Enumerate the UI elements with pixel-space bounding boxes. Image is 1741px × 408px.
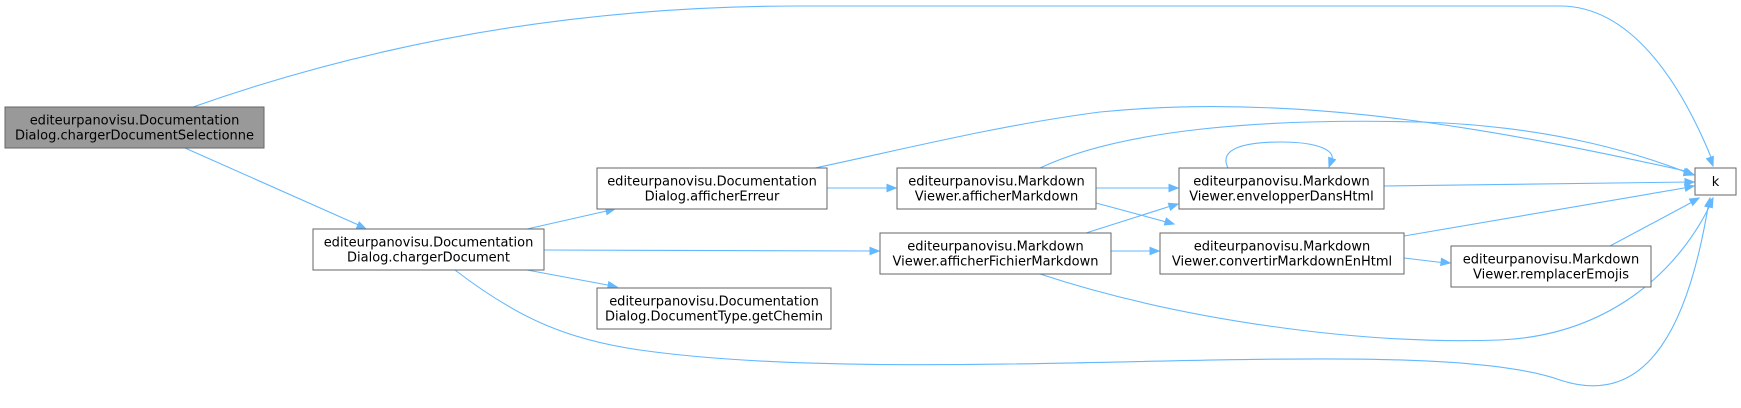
arrowhead-icon [1168, 183, 1180, 193]
arrowhead-icon [1684, 177, 1696, 187]
arrowhead-icon [1683, 183, 1696, 192]
node-box [1178, 167, 1385, 210]
node-envelopperDansHtml[interactable]: editeurpanovisu.MarkdownViewer.enveloppe… [1178, 167, 1385, 210]
node-label-line: Dialog.chargerDocument [347, 251, 510, 266]
node-remplacerEmojis[interactable]: editeurpanovisu.MarkdownViewer.remplacer… [1450, 245, 1652, 288]
edge-chargerDocument-to-getChemin [526, 269, 619, 290]
node-label-line: editeurpanovisu.Markdown [1463, 253, 1640, 268]
node-label-line: Viewer.convertirMarkdownEnHtml [1172, 255, 1392, 270]
node-afficherFichierMarkdown[interactable]: editeurpanovisu.MarkdownViewer.afficherF… [879, 232, 1112, 275]
edge-line [1039, 200, 1713, 342]
edge-line [1403, 186, 1691, 237]
arrowhead-icon [355, 221, 368, 230]
node-label-line: editeurpanovisu.Markdown [907, 240, 1084, 255]
node-label-line: editeurpanovisu.Documentation [607, 175, 817, 190]
node-label-line: editeurpanovisu.Markdown [1193, 175, 1370, 190]
edge-afficherFichierMarkdown-to-convertirMarkdownEnHtml [1111, 246, 1161, 256]
edge-line [1039, 120, 1692, 175]
edge-afficherMarkdown-to-convertirMarkdownEnHtml [1095, 202, 1176, 226]
node-label-line: Viewer.remplacerEmojis [1473, 268, 1629, 283]
node-convertirMarkdownEnHtml[interactable]: editeurpanovisu.MarkdownViewer.convertir… [1159, 232, 1405, 275]
edge-line [192, 5, 1714, 163]
arrowhead-icon [869, 246, 881, 256]
edge-convertirMarkdownEnHtml-to-k [1403, 183, 1696, 237]
node-label-line: Viewer.afficherMarkdown [915, 190, 1079, 205]
node-getChemin[interactable]: editeurpanovisu.DocumentationDialog.Docu… [596, 287, 832, 330]
node-label-line: editeurpanovisu.Documentation [30, 114, 240, 129]
edge-line [1383, 181, 1691, 187]
edge-line [1609, 199, 1697, 247]
edge-line [184, 147, 364, 228]
edge-line [1225, 141, 1333, 169]
node-box [1159, 232, 1405, 275]
arrowhead-icon [1683, 167, 1696, 176]
nodes-layer: editeurpanovisu.DocumentationDialog.char… [4, 106, 1737, 330]
node-box [879, 232, 1112, 275]
edge-chargerDocument-to-afficherErreur [526, 206, 617, 230]
edge-line [814, 105, 1691, 173]
edge-chargerDocumentSelectionne-to-chargerDocument [184, 147, 368, 230]
edge-afficherErreur-to-afficherMarkdown [827, 183, 898, 193]
node-box [596, 287, 832, 330]
node-label-line: editeurpanovisu.Markdown [908, 175, 1085, 190]
node-box [1694, 167, 1737, 196]
node-afficherErreur[interactable]: editeurpanovisu.DocumentationDialog.affi… [596, 167, 828, 210]
edges-layer [184, 5, 1714, 387]
node-label-line: Dialog.afficherErreur [645, 190, 780, 205]
edge-afficherFichierMarkdown-to-k [1039, 196, 1714, 342]
edge-convertirMarkdownEnHtml-to-remplacerEmojis [1403, 257, 1452, 267]
node-label-line: Dialog.chargerDocumentSelectionne [15, 129, 254, 144]
node-label-line: Viewer.afficherFichierMarkdown [892, 255, 1098, 270]
edge-chargerDocumentSelectionne-to-k [192, 5, 1714, 168]
arrowhead-icon [1440, 257, 1452, 267]
edge-line [1095, 202, 1171, 224]
edge-envelopperDansHtml-to-k [1383, 177, 1696, 187]
node-box [896, 167, 1097, 210]
edge-envelopperDansHtml-to-envelopperDansHtml [1225, 141, 1337, 169]
edge-line [454, 200, 1710, 387]
node-label-line: Dialog.DocumentType.getChemin [605, 310, 823, 325]
node-box [1450, 245, 1652, 288]
edge-remplacerEmojis-to-k [1609, 197, 1701, 247]
arrowhead-icon [1704, 196, 1714, 209]
node-box [4, 106, 265, 149]
edge-line [526, 269, 614, 287]
arrowhead-icon [886, 183, 898, 193]
node-box [596, 167, 828, 210]
edge-line [1403, 257, 1447, 264]
node-label-line: editeurpanovisu.Documentation [609, 295, 819, 310]
arrowhead-icon [1688, 197, 1701, 207]
edge-afficherMarkdown-to-envelopperDansHtml [1096, 183, 1180, 193]
node-box [312, 228, 545, 271]
edge-line [1085, 204, 1175, 234]
node-label-line: editeurpanovisu.Documentation [324, 236, 534, 251]
node-label-line: editeurpanovisu.Markdown [1194, 240, 1371, 255]
edge-line [543, 249, 876, 252]
edge-afficherFichierMarkdown-to-envelopperDansHtml [1085, 202, 1180, 234]
edge-afficherErreur-to-k [814, 105, 1695, 177]
arrowhead-icon [1705, 155, 1714, 168]
node-label-line: Viewer.envelopperDansHtml [1189, 190, 1374, 205]
edge-line [526, 209, 612, 230]
arrowhead-icon [1167, 202, 1180, 212]
edge-afficherMarkdown-to-k [1039, 120, 1696, 176]
node-afficherMarkdown[interactable]: editeurpanovisu.MarkdownViewer.afficherM… [896, 167, 1097, 210]
arrowhead-icon [1163, 217, 1176, 226]
node-label-line: k [1712, 175, 1720, 190]
node-chargerDocument[interactable]: editeurpanovisu.DocumentationDialog.char… [312, 228, 545, 271]
arrowhead-icon [1328, 156, 1337, 169]
node-chargerDocumentSelectionne[interactable]: editeurpanovisu.DocumentationDialog.char… [4, 106, 265, 149]
arrowhead-icon [1149, 246, 1161, 256]
node-k[interactable]: k [1694, 167, 1737, 196]
edge-chargerDocument-to-afficherFichierMarkdown [543, 246, 881, 256]
